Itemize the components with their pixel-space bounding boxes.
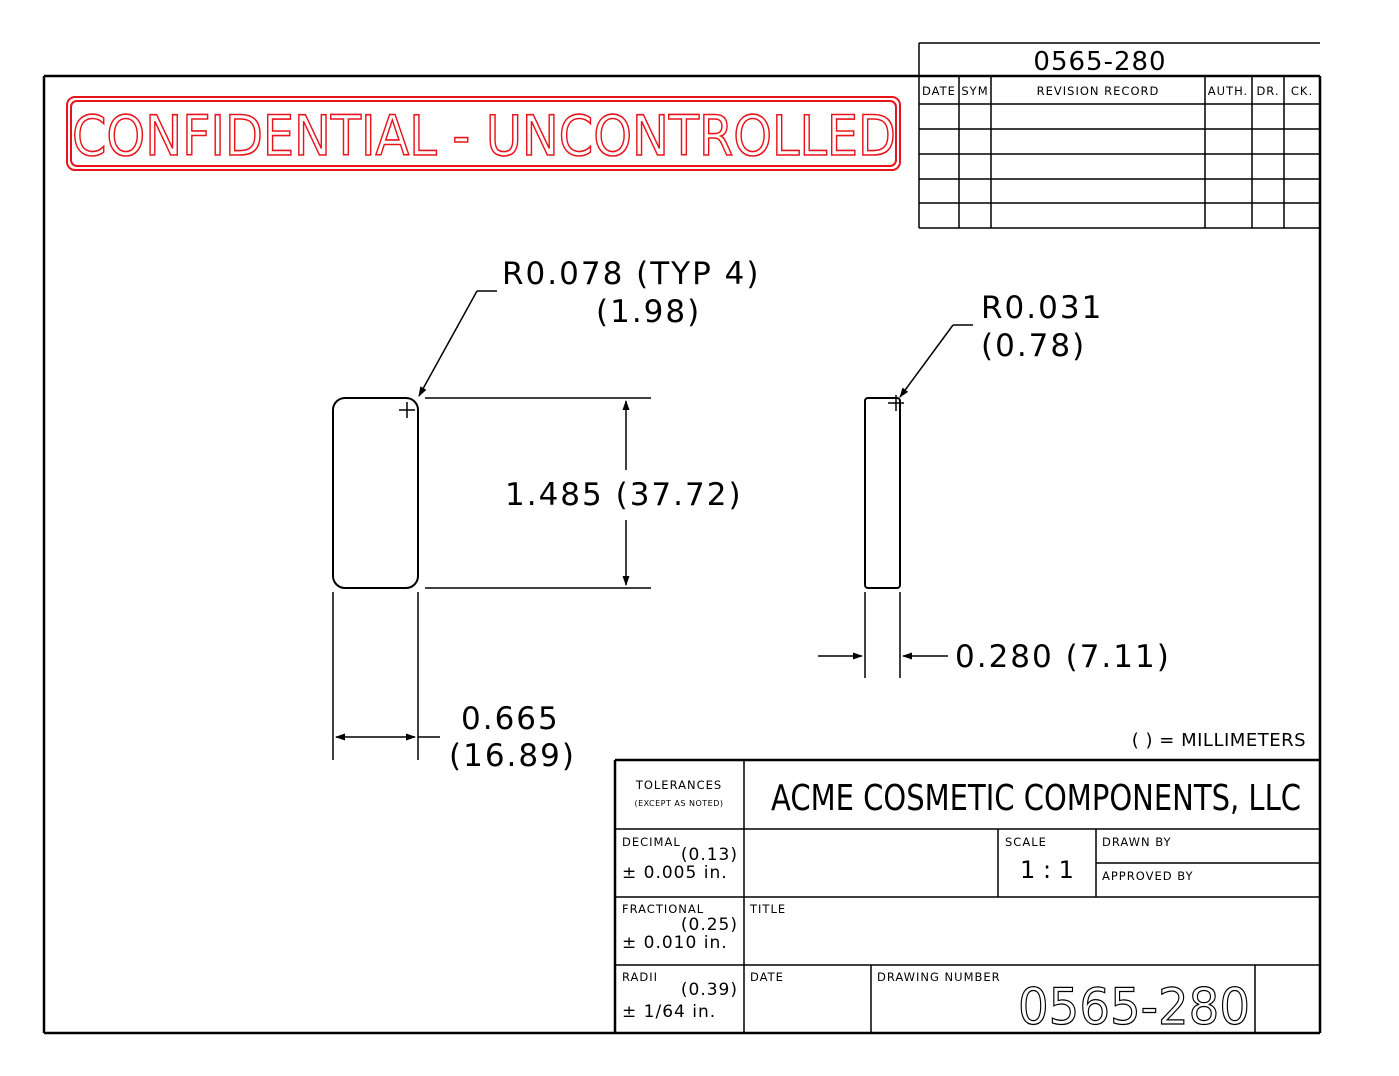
confidential-stamp: CONFIDENTIAL - UNCONTROLLED [66, 96, 901, 171]
decimal-label: DECIMAL [622, 835, 681, 849]
tolerances-sublabel: (EXCEPT AS NOTED) [634, 799, 723, 808]
fractional-label: FRACTIONAL [622, 902, 704, 916]
width-dimension-label: 0.665 [461, 701, 560, 737]
decimal-mm: (0.13) [681, 845, 738, 865]
scale-label: SCALE [1005, 835, 1047, 849]
scale-value: 1 : 1 [1020, 856, 1074, 884]
height-dimension-label: 1.485 (37.72) [505, 477, 743, 513]
stamp-border-inner [70, 100, 897, 167]
thickness-dimension-label: 0.280 (7.11) [955, 639, 1171, 675]
title-block: TOLERANCES (EXCEPT AS NOTED) ACME COSMET… [613, 758, 1320, 1037]
top-number-box: 0565-280 [918, 42, 1320, 77]
front-view-outline [332, 397, 419, 589]
rev-header-record: REVISION RECORD [1037, 84, 1160, 98]
rev-header-date: DATE [922, 84, 956, 98]
drawn-by-label: DRAWN BY [1102, 835, 1172, 849]
radii-mm: (0.39) [681, 980, 738, 1000]
company-name: ACME COSMETIC COMPONENTS, LLC [771, 778, 1301, 819]
date-label: DATE [750, 970, 784, 984]
fractional-mm: (0.25) [681, 915, 738, 935]
title-label: TITLE [749, 902, 786, 916]
revision-table: DATE SYM REVISION RECORD AUTH. DR. CK. [918, 76, 1320, 229]
front-radius-label: R0.078 (TYP 4) [502, 256, 760, 292]
drawing-number: 0565-280 [1018, 978, 1250, 1036]
units-note: ( ) = MILLIMETERS [1132, 730, 1306, 751]
sheet-border [42, 74, 1322, 1035]
rev-header-sym: SYM [961, 84, 988, 98]
decimal-value: ± 0.005 in. [622, 863, 728, 883]
tolerances-label: TOLERANCES [635, 778, 722, 792]
top-drawing-number: 0565-280 [1033, 47, 1166, 77]
front-radius-mm-label: (1.98) [596, 294, 701, 330]
radii-value: ± 1/64 in. [622, 1002, 716, 1022]
approved-by-label: APPROVED BY [1102, 869, 1194, 883]
front-view: R0.078 (TYP 4) (1.98) 1.485 (37.72) 0.66… [332, 256, 760, 774]
stamp-border-outer [66, 96, 901, 171]
width-dimension-mm-label: (16.89) [449, 738, 576, 774]
side-view: R0.031 (0.78) 0.280 (7.11) [818, 290, 1171, 678]
side-view-outline [864, 397, 901, 589]
radii-label: RADII [622, 970, 658, 984]
stamp-text: CONFIDENTIAL - UNCONTROLLED [72, 104, 896, 168]
fractional-value: ± 0.010 in. [622, 933, 728, 953]
rev-header-auth: AUTH. [1208, 84, 1248, 98]
side-radius-label: R0.031 [981, 290, 1103, 326]
rev-header-dr: DR. [1256, 84, 1279, 98]
rev-header-ck: CK. [1291, 84, 1313, 98]
drawing-number-label: DRAWING NUMBER [877, 970, 1001, 984]
side-radius-mm-label: (0.78) [981, 328, 1086, 364]
